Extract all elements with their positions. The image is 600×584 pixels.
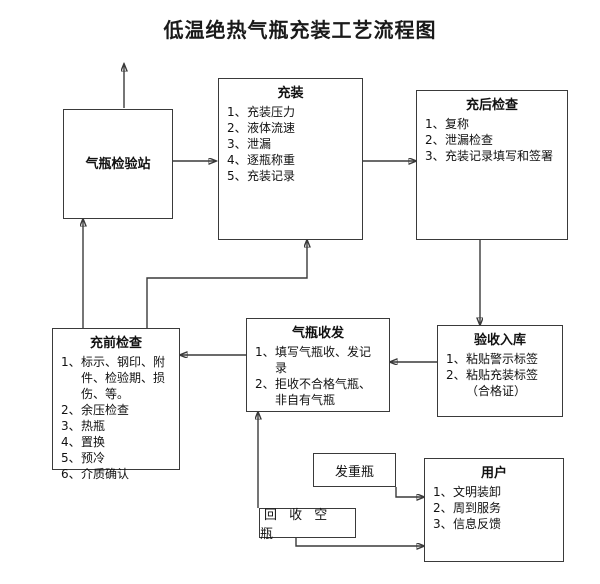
list-item: 2、余压检查	[61, 403, 130, 417]
list-item: 5、预冷	[61, 451, 106, 465]
node-acceptance[interactable]: 验收入库 1、粘贴警示标签 2、粘贴充装标签（合格证）	[437, 325, 563, 417]
list-item: 4、置换	[61, 435, 106, 449]
list-item: 2、拒收不合格气瓶、非自有气瓶	[255, 377, 372, 407]
list-item: 6、介质确认	[61, 467, 130, 481]
list-item: 1、标示、钢印、附件、检验期、损伤、等。	[61, 355, 166, 401]
list-item: 1、填写气瓶收、发记录	[255, 345, 372, 375]
list-item: 3、泄漏	[227, 137, 272, 151]
list-item: 3、热瓶	[61, 419, 106, 433]
node-dispatch-title: 气瓶收发	[291, 326, 344, 341]
node-post-check-title: 充后检查	[465, 98, 518, 113]
list-item: 1、复称	[425, 117, 470, 131]
label-recover-empty-cylinder[interactable]: 回 收 空 瓶	[259, 508, 356, 542]
node-post-check[interactable]: 充后检查 1、复称 2、泄漏检查 3、充装记录填写和签署	[416, 90, 568, 240]
node-pre-check-items: 1、标示、钢印、附件、检验期、损伤、等。 2、余压检查 3、热瓶 4、置换 5、…	[61, 354, 171, 482]
list-item: 2、液体流速	[227, 121, 296, 135]
node-inspection-station-title: 气瓶检验站	[85, 156, 151, 172]
link-precheck-to-filling	[146, 240, 307, 328]
list-item: 1、文明装卸	[433, 485, 502, 499]
node-customer[interactable]: 用户 1、文明装卸 2、周到服务 3、信息反馈	[424, 458, 564, 562]
node-customer-title: 用户	[480, 466, 507, 481]
list-item: 3、信息反馈	[433, 517, 502, 531]
node-inspection-station[interactable]: 气瓶检验站	[63, 109, 173, 219]
list-item: 4、逐瓶称重	[227, 153, 296, 167]
link-sendfull-to-customer	[395, 487, 424, 497]
label-recover-empty-cylinder-text: 回 收 空 瓶	[260, 508, 332, 542]
label-send-full-cylinder-text: 发重瓶	[334, 464, 374, 480]
page-title: 低温绝热气瓶充装工艺流程图	[163, 18, 437, 42]
node-filling-items: 1、充装压力 2、液体流速 3、泄漏 4、逐瓶称重 5、充装记录	[227, 104, 354, 184]
list-item: 2、粘贴充装标签（合格证）	[446, 368, 539, 398]
list-item: 1、充装压力	[227, 105, 296, 119]
list-item: 2、泄漏检查	[425, 133, 494, 147]
list-item: 5、充装记录	[227, 169, 296, 183]
node-acceptance-items: 1、粘贴警示标签 2、粘贴充装标签（合格证）	[446, 351, 554, 399]
label-send-full-cylinder[interactable]: 发重瓶	[313, 453, 396, 487]
list-item: 1、粘贴警示标签	[446, 352, 539, 366]
node-pre-check[interactable]: 充前检查 1、标示、钢印、附件、检验期、损伤、等。 2、余压检查 3、热瓶 4、…	[52, 328, 180, 481]
node-post-check-items: 1、复称 2、泄漏检查 3、充装记录填写和签署	[425, 116, 559, 164]
node-filling-title: 充装	[277, 86, 304, 101]
node-customer-items: 1、文明装卸 2、周到服务 3、信息反馈	[433, 484, 555, 532]
node-filling[interactable]: 充装 1、充装压力 2、液体流速 3、泄漏 4、逐瓶称重 5、充装记录	[218, 78, 363, 240]
node-dispatch[interactable]: 气瓶收发 1、填写气瓶收、发记录 2、拒收不合格气瓶、非自有气瓶	[246, 318, 390, 412]
list-item: 3、充装记录填写和签署	[425, 149, 554, 163]
node-acceptance-title: 验收入库	[473, 333, 526, 348]
list-item: 2、周到服务	[433, 501, 502, 515]
node-dispatch-items: 1、填写气瓶收、发记录 2、拒收不合格气瓶、非自有气瓶	[255, 344, 381, 408]
node-pre-check-title: 充前检查	[89, 336, 142, 351]
